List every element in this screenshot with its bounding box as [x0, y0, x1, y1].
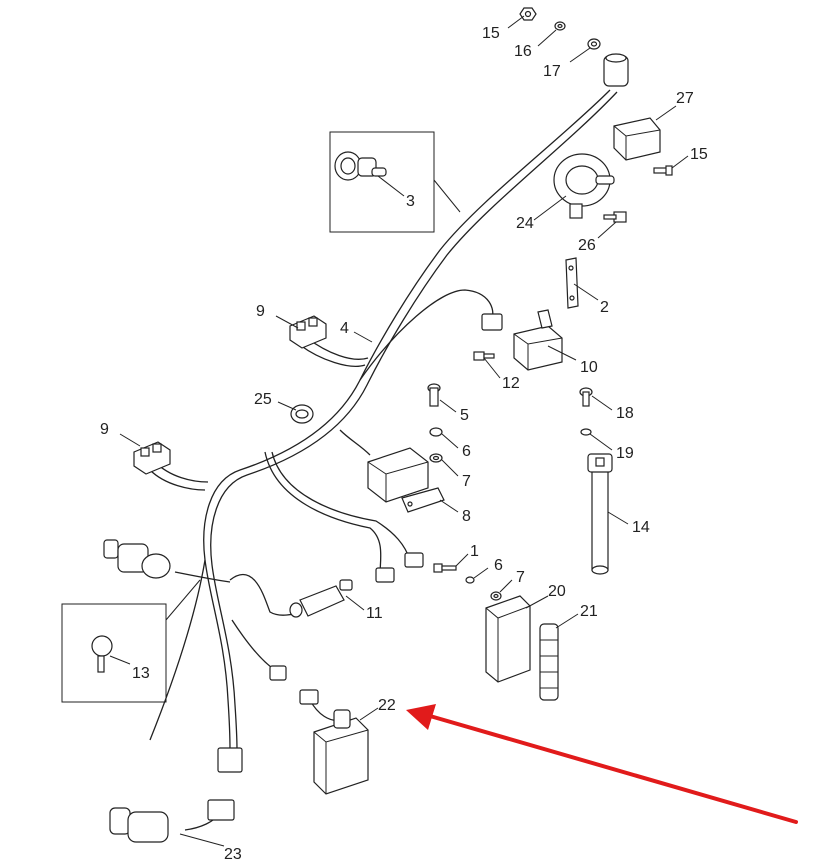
label-13: 13: [132, 665, 150, 682]
label-4: 4: [340, 320, 349, 337]
screw-15-icon: [653, 165, 673, 176]
bracket-2-icon: [565, 257, 579, 309]
module-20-icon: [485, 595, 531, 683]
label-6-lower: 6: [494, 557, 503, 574]
leader-lines: [109, 15, 689, 847]
connector-strip-21-icon: [539, 623, 559, 701]
grommet-25-icon: [290, 404, 314, 424]
switch-9-lower-icon: [133, 441, 171, 475]
switch-top-icon: [603, 53, 629, 87]
label-12: 12: [502, 375, 520, 392]
label-7-lower: 7: [516, 569, 525, 586]
nut-15-icon: [519, 7, 537, 21]
label-9-upper: 9: [256, 303, 265, 320]
label-8: 8: [462, 508, 471, 525]
label-26: 26: [578, 237, 596, 254]
bracket-8-icon: [401, 487, 445, 513]
screw-18-icon: [579, 387, 593, 407]
highlight-arrow: [406, 704, 798, 824]
part-labels: 15 16 17 27 15 3 24 26 2 9 4 10 12 25 5 …: [100, 25, 708, 863]
switch-3-icon: [334, 151, 387, 181]
sensor-11-icon: [289, 579, 353, 618]
label-23: 23: [224, 846, 242, 863]
key-switch-icon: [103, 539, 171, 579]
label-14: 14: [632, 519, 650, 536]
inset-box-part-13: [61, 603, 167, 703]
washer-17-icon: [587, 38, 601, 50]
washer-6b-icon: [465, 576, 475, 584]
label-18: 18: [616, 405, 634, 422]
module-27-icon: [613, 117, 661, 161]
inset-box-part-3: [329, 131, 435, 233]
key-ring-13-icon: [91, 635, 113, 673]
label-1: 1: [470, 543, 479, 560]
label-17: 17: [543, 63, 561, 80]
bolt-26-icon: [603, 211, 627, 223]
washer-19-icon: [580, 428, 592, 436]
label-27: 27: [676, 90, 694, 107]
label-15-top: 15: [482, 25, 500, 42]
washer-16-icon: [554, 21, 566, 31]
label-20: 20: [548, 583, 566, 600]
label-25: 25: [254, 391, 272, 408]
unit-22-icon: [299, 689, 369, 795]
label-11: 11: [366, 605, 383, 622]
label-19: 19: [616, 445, 634, 462]
switch-23-icon: [109, 799, 235, 843]
relay-10-icon: [513, 309, 563, 371]
washer-6-icon: [429, 427, 443, 437]
label-2: 2: [600, 299, 609, 316]
washer-7b-icon: [490, 591, 502, 601]
connector-pair-icon: [375, 552, 424, 583]
bolt-5-icon: [427, 383, 441, 407]
label-16: 16: [514, 43, 532, 60]
label-24: 24: [516, 215, 534, 232]
screw-12-icon: [473, 351, 495, 361]
label-22: 22: [378, 697, 396, 714]
connector-small-icon: [269, 665, 287, 681]
switch-9-upper-icon: [289, 315, 327, 349]
relay-icon: [367, 447, 429, 503]
label-6-upper: 6: [462, 443, 471, 460]
label-9-lower: 9: [100, 421, 109, 438]
label-15-right: 15: [690, 146, 708, 163]
rod-14-icon: [587, 453, 613, 575]
connector-icon: [481, 313, 503, 331]
label-10: 10: [580, 359, 598, 376]
connector-bottom-icon: [217, 747, 243, 773]
washer-7-icon: [429, 453, 443, 463]
screw-1-icon: [433, 563, 457, 573]
ignition-switch-24-icon: [553, 153, 615, 219]
label-7-upper: 7: [462, 473, 471, 490]
label-21: 21: [580, 603, 598, 620]
label-3: 3: [406, 193, 415, 210]
label-5: 5: [460, 407, 469, 424]
